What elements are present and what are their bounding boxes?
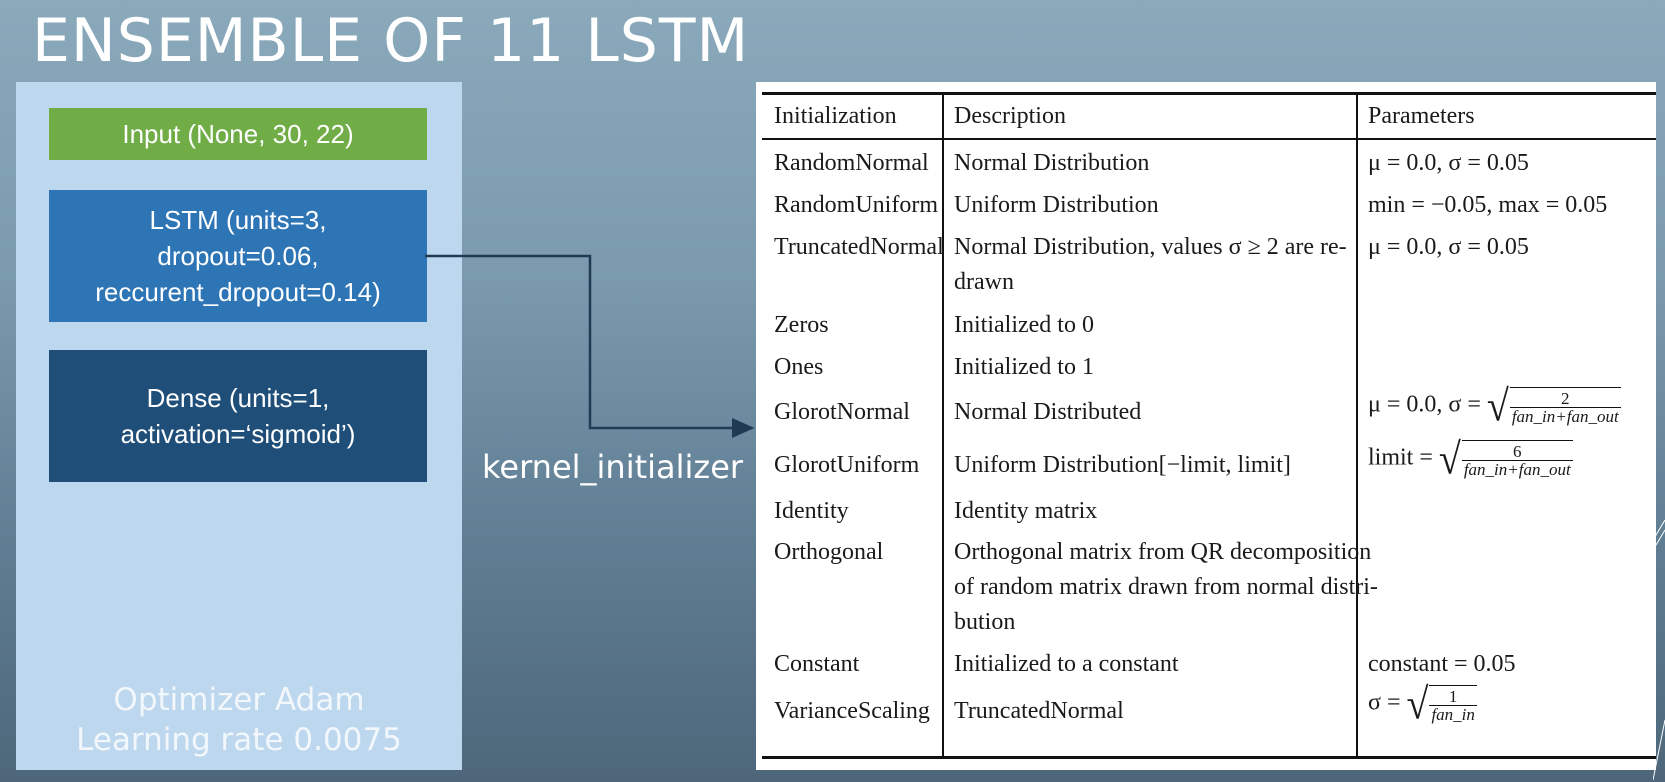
row-name: GlorotUniform [774, 452, 920, 478]
row-params: constant = 0.05 [1368, 651, 1516, 677]
row-name: Constant [774, 651, 860, 677]
row-name: VarianceScaling [774, 698, 930, 724]
row-name: Zeros [774, 312, 829, 338]
model-architecture-panel: Input (None, 30, 22) LSTM (units=3, drop… [16, 82, 462, 770]
row-description: Identity matrix [954, 498, 1098, 524]
row-name: Orthogonal [774, 539, 884, 565]
decorative-lines [1653, 520, 1665, 780]
header-description: Description [954, 103, 1066, 129]
slide-title: ENSEMBLE OF 11 LSTM [32, 6, 750, 76]
row-name: RandomNormal [774, 150, 929, 176]
table-column-divider [942, 94, 944, 756]
table-top-rule [762, 92, 1656, 95]
kernel-initializer-label: kernel_initializer [482, 448, 744, 486]
row-name: Identity [774, 498, 849, 524]
formula-prefix: μ = 0.0, σ = [1368, 391, 1481, 418]
optimizer-name: Optimizer Adam [113, 682, 365, 718]
row-params: μ = 0.0, σ = 0.05 [1368, 234, 1529, 260]
input-layer-box: Input (None, 30, 22) [49, 108, 427, 160]
row-name: RandomUniform [774, 192, 938, 218]
row-params: min = −0.05, max = 0.05 [1368, 192, 1608, 218]
fraction-denominator: fan_in [1429, 705, 1477, 725]
row-description: TruncatedNormal [954, 698, 1124, 724]
initializer-table: Initialization Description Parameters Ra… [756, 82, 1656, 770]
row-name: Ones [774, 354, 824, 380]
row-description: Uniform Distribution [954, 192, 1159, 218]
row-description-continued: drawn [954, 269, 1014, 295]
row-description-continued: bution [954, 609, 1016, 635]
dense-layer-box: Dense (units=1, activation=‘sigmoid’) [49, 350, 427, 482]
header-initialization: Initialization [774, 103, 897, 129]
lstm-layer-box: LSTM (units=3, dropout=0.06, reccurent_d… [49, 190, 427, 322]
row-description: Normal Distributed [954, 399, 1142, 425]
row-params: μ = 0.0, σ = 0.05 [1368, 150, 1529, 176]
fraction-numerator: 6 [1513, 442, 1522, 462]
table-bottom-rule [762, 756, 1656, 759]
formula-prefix: limit = [1368, 444, 1433, 471]
row-name: GlorotNormal [774, 399, 910, 425]
formula-prefix: σ = [1368, 689, 1401, 716]
fraction-denominator: fan_in+fan_out [1461, 460, 1573, 480]
row-name: TruncatedNormal [774, 234, 944, 260]
row-description: Initialized to 0 [954, 312, 1094, 338]
row-description: Uniform Distribution[−limit, limit] [954, 452, 1291, 478]
fraction-numerator: 1 [1448, 687, 1458, 707]
row-description: Initialized to a constant [954, 651, 1179, 677]
row-description: Normal Distribution [954, 150, 1150, 176]
row-description: Orthogonal matrix from QR decomposition [954, 539, 1372, 565]
header-parameters: Parameters [1368, 103, 1475, 129]
row-description-continued: of random matrix drawn from normal distr… [954, 574, 1378, 600]
optimizer-info: Optimizer Adam Learning rate 0.0075 [16, 680, 462, 760]
fraction-denominator: fan_in+fan_out [1509, 407, 1621, 427]
table-header-rule [762, 138, 1656, 140]
fraction-numerator: 2 [1561, 389, 1570, 409]
table-column-divider [1356, 94, 1358, 756]
row-description: Initialized to 1 [954, 354, 1094, 380]
row-description: Normal Distribution, values σ ≥ 2 are re… [954, 234, 1347, 260]
learning-rate: Learning rate 0.0075 [76, 722, 402, 758]
